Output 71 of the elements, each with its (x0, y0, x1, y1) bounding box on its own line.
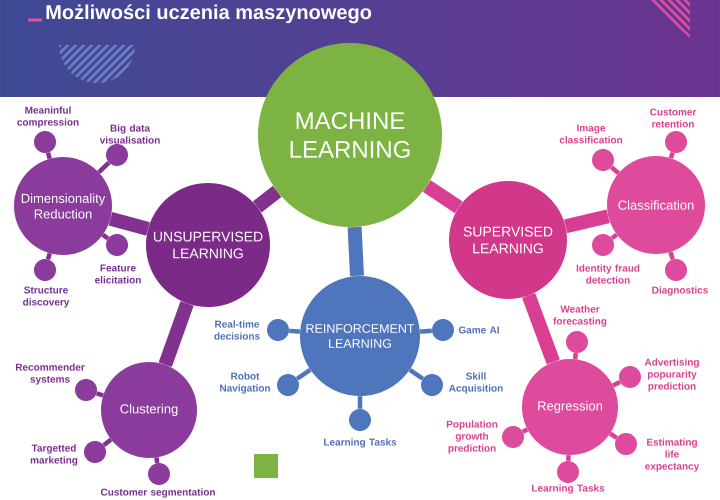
leaf-dot (75, 379, 97, 401)
leaf-dot (267, 319, 289, 341)
leaf-dot (84, 441, 106, 463)
connector-line (97, 161, 110, 174)
connector-line (102, 232, 110, 240)
title: Możliwości uczenia maszynowego (46, 4, 372, 24)
connector-bar (522, 293, 560, 364)
leaf-dot (34, 131, 56, 153)
connector-bar (108, 212, 150, 236)
connector-line (566, 455, 571, 461)
leaf-dot (557, 461, 579, 483)
leaf-label: Weather forecasting (553, 305, 606, 327)
leaf-label: Meaninful compression (17, 106, 78, 128)
connector-line (610, 232, 618, 240)
leaf-dot (349, 409, 371, 431)
connector-line (46, 152, 52, 160)
leaf-label: Targetted marketing (30, 444, 78, 466)
leaf-dot (665, 259, 687, 281)
leaf-dot (502, 426, 524, 448)
leaf-label: Recommender systems (16, 363, 85, 385)
connector-line (296, 368, 312, 381)
leaf-dot (566, 331, 588, 353)
leaf-label: Robot Navigation (220, 372, 270, 394)
leaf-dot (665, 131, 687, 153)
connector-line (408, 368, 424, 381)
connector-line (668, 152, 675, 159)
connector-line (522, 427, 528, 434)
leaf-label: Learning Tasks (324, 438, 396, 448)
connector-bar (348, 226, 364, 276)
connector-line (46, 252, 52, 260)
leaf-label: Diagnostics (652, 286, 708, 296)
connector-line (612, 380, 621, 388)
leaf-label: Image classification (560, 124, 622, 144)
connector-line (608, 432, 618, 440)
connector-bar (422, 180, 463, 214)
connector-line (289, 328, 300, 334)
connector-bar (158, 301, 194, 367)
leaf-label: Population growth prediction (446, 420, 498, 454)
leaf-label: Identity fraud detection (576, 264, 640, 284)
leaf-dot (277, 374, 299, 396)
connector-line (668, 251, 675, 260)
leaf-dot (106, 144, 128, 166)
leaf-dot (421, 374, 443, 396)
leaf-label: Estimating life expectancy (645, 438, 700, 472)
leaf-dot (592, 149, 614, 171)
connector-line (420, 328, 432, 334)
leaf-dot (615, 433, 637, 455)
leaf-label: Customer retention (650, 108, 696, 128)
leaf-dot (34, 259, 56, 281)
leaf-dot (432, 319, 454, 341)
connector-bar (252, 186, 282, 212)
leaf-dot (106, 234, 128, 256)
leaf-dot (148, 463, 170, 485)
connector-line (102, 438, 112, 447)
connector-line (358, 396, 362, 409)
leaf-label: Big data visualisation (100, 124, 160, 144)
leaf-label: Feature elicitation (95, 264, 141, 284)
leaf-label: Advertising popurarity prediction (644, 358, 699, 392)
leaf-label: Skill Acquisition (449, 372, 503, 394)
leaf-label: Game AI (458, 326, 499, 334)
leaf-dot (619, 366, 641, 388)
connector-line (572, 352, 578, 360)
connector-line (96, 391, 104, 398)
connector-line (154, 457, 160, 464)
connector-line (610, 166, 620, 175)
leaf-label: Learning Tasks (532, 484, 604, 494)
connector-bar (564, 210, 610, 234)
leaf-label: Real-time decisions (214, 320, 260, 340)
leaf-dot (592, 234, 614, 256)
leaf-label: Customer segmentation (100, 488, 215, 498)
leaf-label: Structure discovery (23, 286, 70, 308)
